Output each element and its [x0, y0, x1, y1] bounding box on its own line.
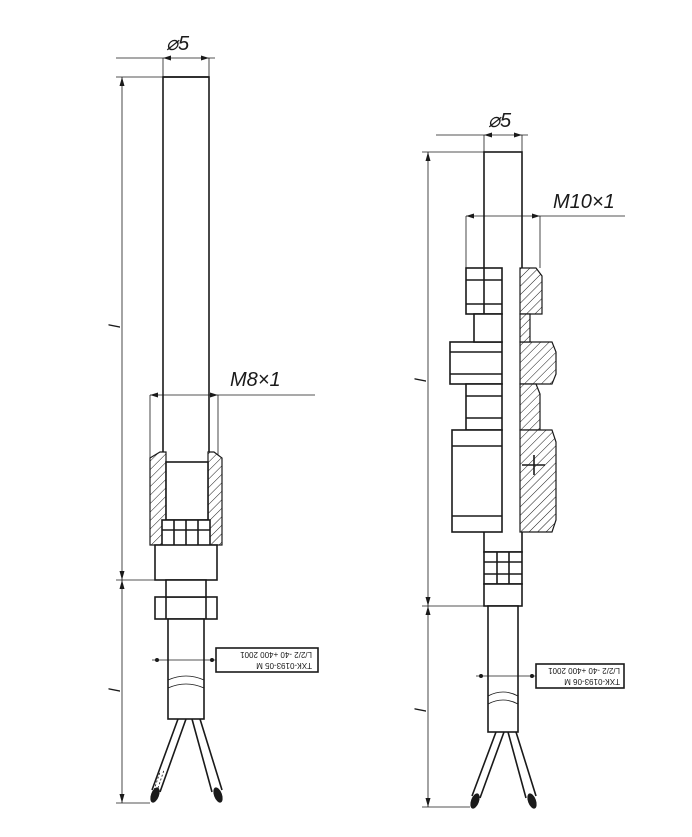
left-washer [154, 596, 218, 620]
right-fitting [449, 267, 557, 607]
left-cable [152, 618, 218, 720]
right-tag-line-1: ТХК-0193-06 М [564, 677, 620, 686]
right-tag-line-2: L/2/2 -40 +400 2001 [548, 666, 620, 675]
right-thread-label: M10×1 [553, 191, 615, 213]
right-sensor: ⌀5 l l M10×1 [413, 110, 625, 809]
left-sensor: ⌀5 l l M8×1 [107, 33, 319, 804]
right-cable [476, 605, 538, 733]
left-tag-line-1: ТХК-0193-05 М [256, 661, 312, 670]
right-large-hex [451, 429, 503, 533]
right-wires [470, 731, 537, 809]
right-diameter-dimension: ⌀5 [436, 110, 528, 152]
left-length-label-2: l [107, 688, 124, 692]
left-probe-tube [162, 76, 210, 518]
left-tag-line-2: L/2/2 -40 +400 2001 [240, 650, 312, 659]
right-tag: ТХК-0193-06 М L/2/2 -40 +400 2001 [535, 663, 625, 689]
left-length-label-1: l [107, 324, 124, 328]
left-tag: ТХК-0193-05 М L/2/2 -40 +400 2001 [215, 647, 319, 673]
left-thread-label: M8×1 [230, 369, 281, 391]
right-diameter-label: ⌀5 [488, 110, 512, 132]
left-diameter-label: ⌀5 [166, 33, 190, 55]
left-thread-dimension: M8×1 [149, 369, 315, 460]
right-thread-dimension: M10×1 [465, 191, 625, 268]
right-middle-hex [449, 341, 503, 385]
right-small-nut [483, 551, 523, 585]
left-length-dimension: l l [107, 76, 170, 804]
right-length-label-2: l [413, 708, 430, 712]
right-length-label-1: l [413, 378, 430, 382]
left-diameter-dimension: ⌀5 [116, 33, 215, 77]
right-length-dimension: l l [413, 151, 490, 808]
left-fitting [149, 451, 223, 620]
left-wires [150, 718, 223, 803]
